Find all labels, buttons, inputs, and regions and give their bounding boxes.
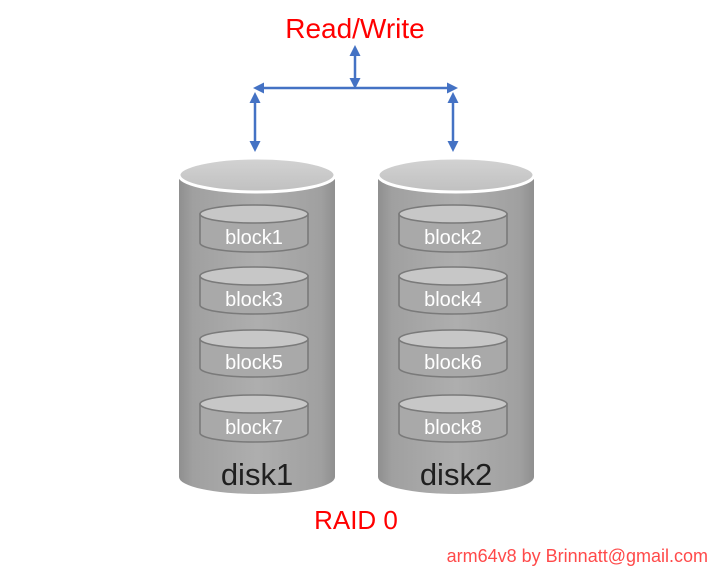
block-cylinder: block2 — [398, 204, 508, 253]
block-cylinder: block5 — [199, 329, 309, 378]
disk2-cylinder: block2 block4 block6 block8 disk2 — [376, 156, 536, 494]
block-label: block8 — [424, 417, 482, 439]
disk1-cylinder: block1 block3 block5 block7 disk1 — [177, 156, 337, 494]
disk-label: disk2 — [420, 457, 492, 492]
block-label: block3 — [225, 289, 283, 311]
bus-to-disk1-double-arrow-icon — [249, 92, 261, 152]
block-cylinder: block8 — [398, 394, 508, 443]
read-write-label: Read/Write — [285, 13, 425, 44]
block-cylinder: block6 — [398, 329, 508, 378]
attribution-label: arm64v8 by Brinnatt@gmail.com — [447, 546, 708, 566]
bus-horizontal-double-arrow-icon — [253, 82, 458, 94]
block-label: block2 — [424, 227, 482, 249]
block-cylinder: block4 — [398, 266, 508, 315]
block-label: block6 — [424, 352, 482, 374]
block-label: block1 — [225, 227, 283, 249]
block-cylinder: block1 — [199, 204, 309, 253]
block-cylinder: block3 — [199, 266, 309, 315]
block-cylinder: block7 — [199, 394, 309, 443]
readwrite-double-arrow-icon — [349, 45, 361, 89]
block-label: block5 — [225, 352, 283, 374]
bus-to-disk2-double-arrow-icon — [447, 92, 459, 152]
block-label: block7 — [225, 417, 283, 439]
block-label: block4 — [424, 289, 482, 311]
raid-level-label: RAID 0 — [314, 505, 398, 535]
disk-label: disk1 — [221, 457, 293, 492]
